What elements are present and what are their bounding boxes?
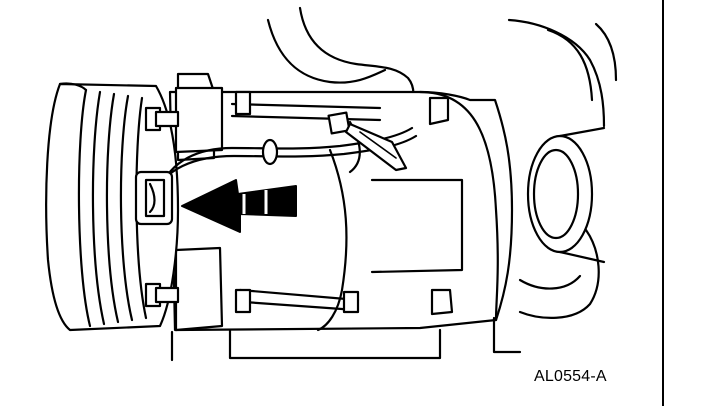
refrigerant-hose-icon — [266, 6, 618, 319]
mounting-bolt-icon — [144, 90, 360, 314]
cable-tie-icon — [327, 111, 408, 172]
figure-code: AL0554-A — [534, 368, 607, 385]
frame-border — [662, 0, 664, 406]
pointer-arrow-icon — [181, 179, 297, 233]
compressor-body-icon — [168, 72, 522, 362]
compressor-pulley-icon — [45, 82, 180, 332]
electrical-connector-icon — [134, 170, 174, 226]
